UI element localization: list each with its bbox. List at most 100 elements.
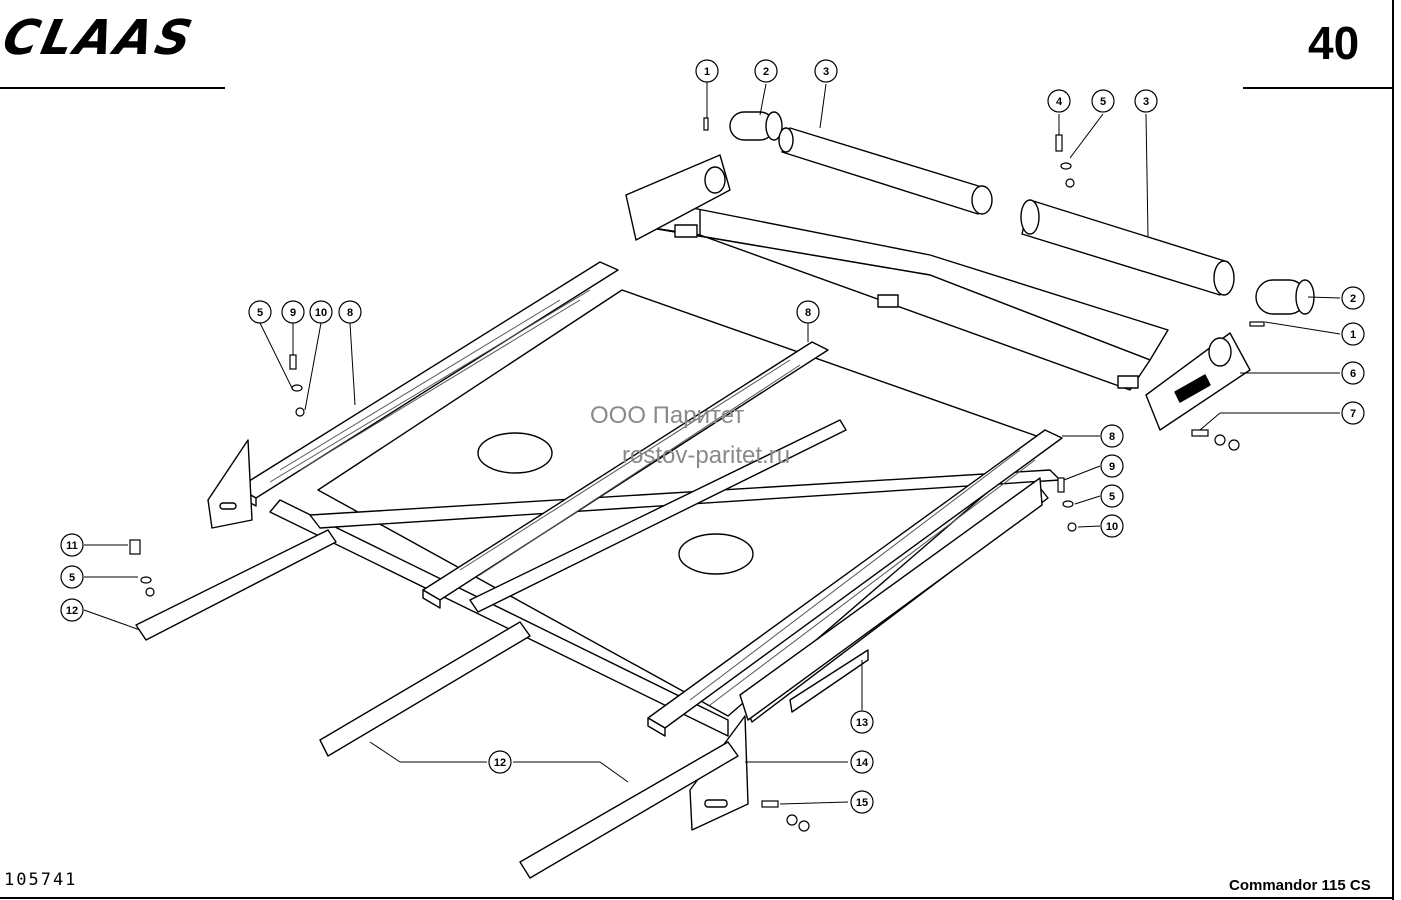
callout-2: 2 — [754, 59, 778, 83]
callout-circle — [1100, 424, 1124, 448]
callout-number: 5 — [257, 307, 263, 319]
callout-number: 12 — [66, 605, 78, 617]
callout-circle — [754, 59, 778, 83]
callout-8: 8 — [338, 300, 362, 324]
frame-border-bottom — [0, 897, 1394, 899]
callout-number: 10 — [1106, 521, 1118, 533]
watermark-company: ООО Паритет — [590, 402, 745, 429]
callout-number: 11 — [66, 540, 78, 552]
callout-5: 5 — [248, 300, 272, 324]
callout-circle — [1091, 89, 1115, 113]
callout-6: 6 — [1341, 361, 1365, 385]
callout-circle — [60, 598, 84, 622]
callout-circle — [248, 300, 272, 324]
header-rule-left — [0, 87, 225, 89]
tube-sleeve-left — [729, 111, 783, 141]
callout-number: 5 — [1100, 96, 1106, 108]
callout-5: 5 — [1091, 89, 1115, 113]
callout-14: 14 — [850, 750, 874, 774]
mounting-plate-left — [625, 154, 731, 241]
callout-number: 4 — [1056, 96, 1063, 108]
tube-long-right — [1020, 199, 1235, 296]
callout-circle — [1100, 484, 1124, 508]
callout-8: 8 — [796, 300, 820, 324]
callout-15: 15 — [850, 790, 874, 814]
callout-circle — [850, 710, 874, 734]
callout-circle — [1341, 361, 1365, 385]
callout-number: 13 — [856, 717, 868, 729]
callout-12: 12 — [488, 750, 512, 774]
callout-circle — [796, 300, 820, 324]
frame-border-right — [1392, 0, 1394, 900]
callout-circle — [1341, 322, 1365, 346]
callout-12: 12 — [60, 598, 84, 622]
document-code: 105741 — [4, 870, 78, 890]
bracket-right — [689, 715, 749, 831]
callout-number: 15 — [856, 797, 868, 809]
flat-bar-upper — [135, 529, 337, 641]
callout-13: 13 — [850, 710, 874, 734]
leader-lines — [83, 82, 1341, 805]
callout-number: 8 — [347, 307, 353, 319]
watermark-url: rostov-paritet.ru — [622, 442, 791, 469]
callout-11: 11 — [60, 533, 84, 557]
callout-number: 9 — [290, 307, 296, 319]
callout-circle — [488, 750, 512, 774]
callout-10: 10 — [1100, 514, 1124, 538]
callout-number: 3 — [1143, 96, 1149, 108]
callout-number: 1 — [704, 66, 710, 78]
callout-circle — [850, 750, 874, 774]
callout-number: 7 — [1350, 408, 1356, 420]
callout-circle — [850, 790, 874, 814]
callout-circle — [60, 533, 84, 557]
callout-circle — [1100, 454, 1124, 478]
wooden-beam-middle — [422, 341, 829, 609]
callout-number: 14 — [856, 757, 869, 769]
callout-circle — [1341, 286, 1365, 310]
callout-number: 5 — [1109, 491, 1115, 503]
model-name: Commandor 115 CS — [1229, 877, 1371, 894]
flat-bar-lower — [519, 741, 739, 879]
callout-number: 1 — [1350, 329, 1356, 341]
callout-3: 3 — [814, 59, 838, 83]
wooden-beam-right — [647, 429, 1063, 737]
tube-long-left — [778, 127, 993, 215]
callout-10: 10 — [309, 300, 333, 324]
tube-sleeve-right — [1255, 279, 1315, 315]
callout-circle — [60, 565, 84, 589]
callout-number: 6 — [1350, 368, 1356, 380]
header-rule-right — [1243, 87, 1393, 89]
callout-circle — [309, 300, 333, 324]
callout-9: 9 — [1100, 454, 1124, 478]
bracket-left — [207, 439, 253, 529]
callout-5: 5 — [1100, 484, 1124, 508]
callout-8: 8 — [1100, 424, 1124, 448]
callout-number: 10 — [315, 307, 327, 319]
callout-number: 12 — [494, 757, 506, 769]
callout-3: 3 — [1134, 89, 1158, 113]
callout-7: 7 — [1341, 401, 1365, 425]
mounting-plate-right — [1145, 332, 1251, 431]
page-number: 40 — [1308, 17, 1360, 69]
callout-circle — [814, 59, 838, 83]
callout-circle — [1100, 514, 1124, 538]
callout-number: 5 — [69, 572, 75, 584]
callout-number: 9 — [1109, 461, 1115, 473]
callout-circle — [1134, 89, 1158, 113]
callout-9: 9 — [281, 300, 305, 324]
callout-4: 4 — [1047, 89, 1071, 113]
side-channel — [739, 477, 1043, 721]
callout-1: 1 — [1341, 322, 1365, 346]
callout-circle — [1047, 89, 1071, 113]
callout-number: 8 — [805, 307, 811, 319]
callout-number: 3 — [823, 66, 829, 78]
callout-circle — [281, 300, 305, 324]
callout-number: 2 — [763, 66, 769, 78]
hardware — [129, 117, 1265, 832]
callout-circle — [695, 59, 719, 83]
callout-number: 8 — [1109, 431, 1115, 443]
callout-circle — [338, 300, 362, 324]
